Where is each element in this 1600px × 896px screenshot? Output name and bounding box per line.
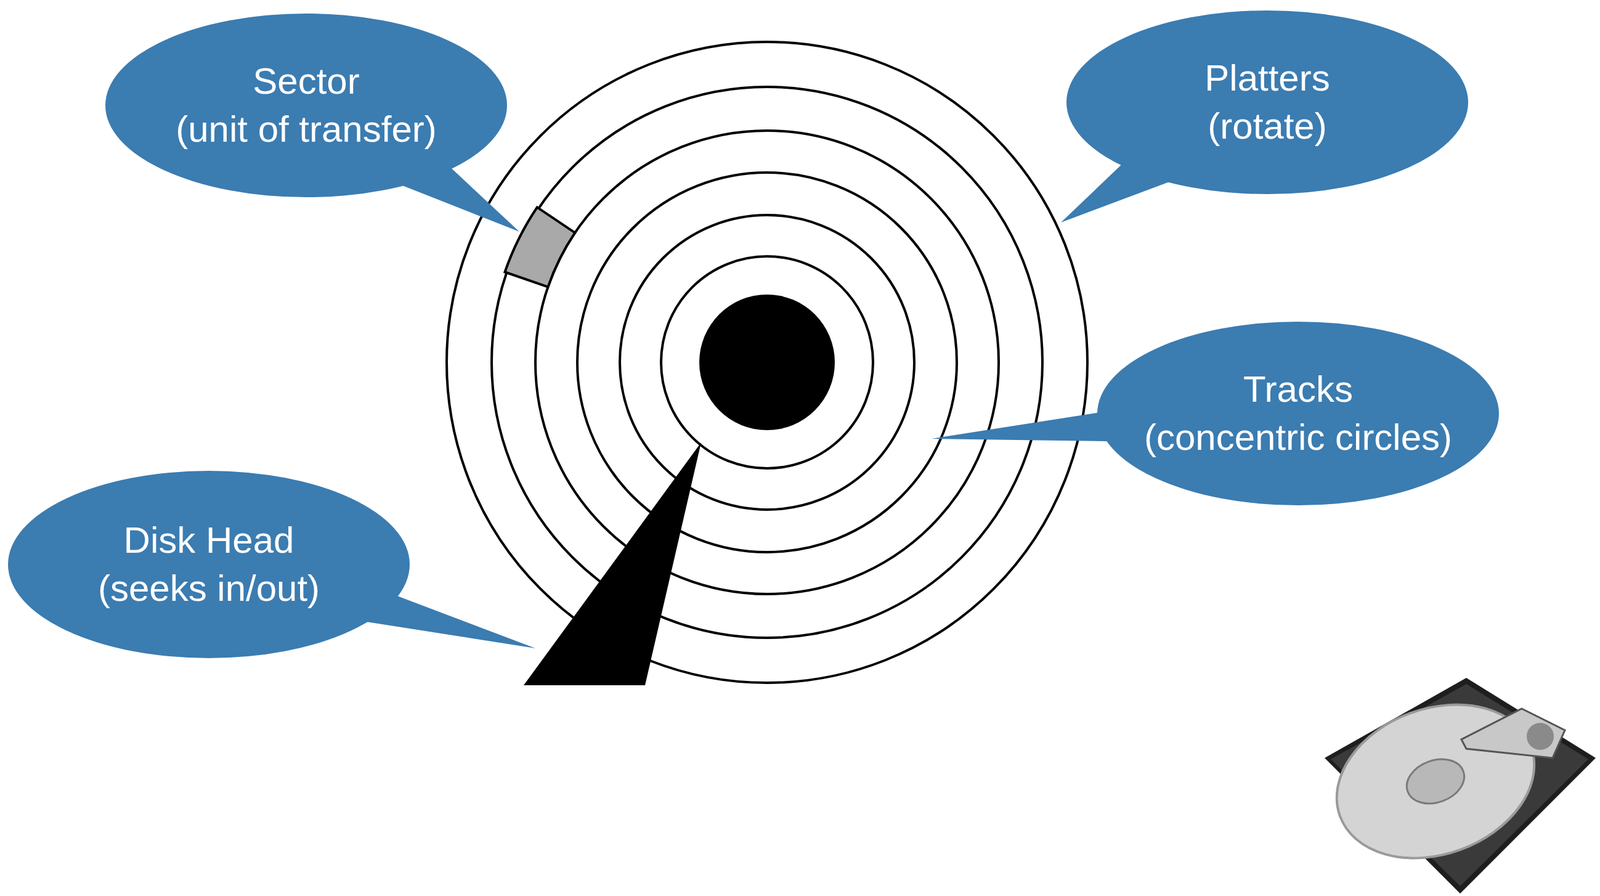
bubble-shape	[1066, 10, 1469, 195]
tracks	[446, 41, 1088, 683]
bubble-shape	[8, 470, 410, 658]
track-ring	[619, 215, 915, 510]
bubble-shape	[1097, 321, 1499, 506]
hdd-photo	[1315, 677, 1596, 894]
callout-title: Tracks	[1243, 365, 1353, 414]
disk-head	[523, 442, 702, 686]
callout-bubble: Platters(rotate)	[1066, 10, 1469, 195]
hdd-arm	[1461, 708, 1565, 758]
callout-title: Disk Head	[123, 516, 295, 565]
track-ring	[661, 256, 874, 469]
hdd-pivot	[1526, 722, 1554, 750]
spindle	[699, 294, 835, 431]
callout-note: (unit of transfer)	[175, 105, 437, 154]
callout-note: (concentric circles)	[1144, 413, 1453, 462]
track-ring	[491, 86, 1043, 638]
bubble-shape	[105, 13, 508, 198]
bubble-ellipse	[8, 470, 410, 658]
track-ring	[446, 41, 1088, 683]
callout-bubble: Sector(unit of transfer)	[105, 13, 508, 198]
callout-title: Sector	[252, 57, 360, 106]
callout-title: Platters	[1204, 54, 1330, 103]
bubble-ellipse	[1066, 10, 1469, 195]
track-ring	[535, 130, 999, 594]
callout-note: (rotate)	[1207, 102, 1327, 151]
callout-note: (seeks in/out)	[97, 564, 320, 613]
bubble-ellipse	[105, 13, 508, 198]
callout-bubble: Tracks(concentric circles)	[1097, 321, 1499, 506]
sector-patch	[505, 207, 576, 287]
hdd-hub	[1400, 751, 1471, 812]
track-ring	[577, 172, 957, 553]
callout-bubble: Disk Head(seeks in/out)	[8, 470, 410, 658]
bubble-ellipse	[1097, 321, 1499, 506]
